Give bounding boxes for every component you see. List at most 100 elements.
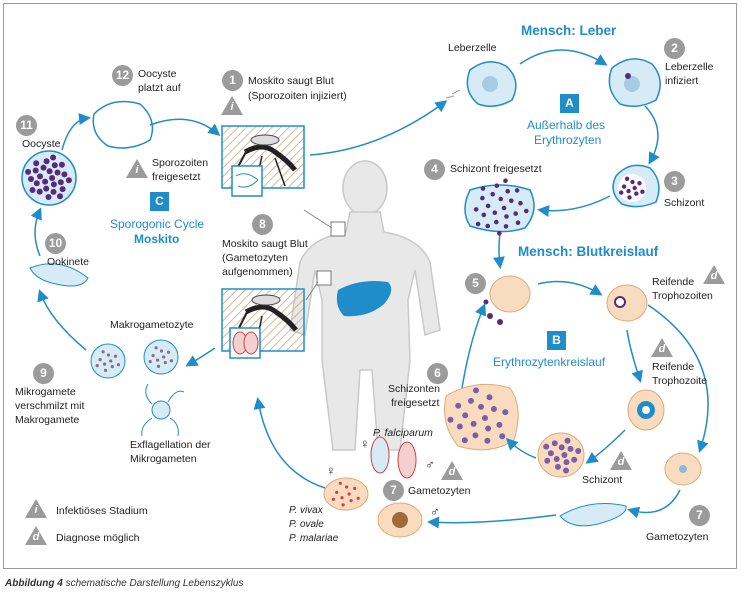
parasite-dot xyxy=(509,198,514,204)
liver-heading: Mensch: Leber xyxy=(521,23,617,38)
parasite-dot xyxy=(486,394,493,401)
parasite-dot xyxy=(349,499,353,503)
parasite-dot xyxy=(338,481,342,485)
ring-trophozoite xyxy=(606,284,648,322)
parasite-dot xyxy=(475,221,481,227)
parasite-dot xyxy=(156,358,160,362)
parasite-dot xyxy=(624,176,630,181)
parasite-dot xyxy=(563,467,569,474)
figure-frame xyxy=(3,3,737,569)
parasite-dot xyxy=(166,350,171,354)
parasite-dot xyxy=(498,196,504,202)
schizont-blood-label: Schizont xyxy=(582,474,623,486)
ookinete xyxy=(29,263,89,287)
stage-1-line1: Moskito saugt Blut xyxy=(248,75,334,87)
parasite-dot xyxy=(490,191,496,197)
species-malariae: P. malariae xyxy=(289,533,339,544)
parasite-dot xyxy=(626,188,631,194)
parasite-dot xyxy=(341,503,345,507)
parasite-dot xyxy=(553,456,560,462)
schizont-cell xyxy=(537,432,585,478)
parasite-dot xyxy=(473,387,479,394)
parasite-dot xyxy=(513,211,518,216)
parasite-dot xyxy=(58,161,65,168)
legend-infective-label: Infektiöses Stadium xyxy=(56,505,148,517)
macrogametocyte-label: Makrogametozyte xyxy=(110,319,194,331)
parasite-dot xyxy=(503,224,509,229)
parasite-dot xyxy=(561,452,568,458)
parasite-dot xyxy=(46,168,53,175)
legend-diagnostic-label: Diagnose möglich xyxy=(56,532,140,544)
parasite-dot xyxy=(462,412,469,419)
parasite-dot xyxy=(356,496,360,500)
macrogametocyte-dots-1 xyxy=(95,350,120,372)
cycle-a-line1: Außerhalb des xyxy=(527,118,606,132)
parasite-dot xyxy=(544,457,551,464)
stage-8-line3: aufgenommen) xyxy=(222,266,293,278)
parasite-dot xyxy=(492,210,498,215)
parasite-dot xyxy=(29,187,36,193)
parasite-dot xyxy=(497,230,502,236)
oocyst-rupture xyxy=(92,100,154,149)
parasite-dot xyxy=(468,397,474,404)
stage-11-label: Oocyste xyxy=(22,138,61,150)
liver-marker-box xyxy=(330,221,346,237)
parasite-dot xyxy=(619,190,624,195)
parasite-dot xyxy=(49,175,56,181)
parasite-dot xyxy=(103,362,107,366)
parasite-dot xyxy=(637,181,642,186)
infected-liver-cell xyxy=(608,58,661,107)
parasite-dot xyxy=(547,450,554,457)
parasite-dot xyxy=(632,185,637,191)
parasite-dot xyxy=(503,178,508,184)
parasite-dot xyxy=(524,208,529,214)
parasite-dot xyxy=(505,188,511,194)
falciparum-gametocytes xyxy=(370,436,417,479)
parasite-dot xyxy=(106,353,111,357)
gametocyte-diagnostic-icon: d xyxy=(441,461,463,480)
liver-shape xyxy=(336,281,392,317)
male-symbol-2: ♂ xyxy=(430,504,440,519)
parasite-dot xyxy=(50,188,57,195)
stage-10-label: Ookinete xyxy=(47,256,90,268)
parasite-dot xyxy=(490,406,497,412)
stage-7a-label: Gametozyten xyxy=(408,485,471,497)
caption-label: Abbildung 4 xyxy=(5,578,63,589)
cycle-c-line2: Moskito xyxy=(134,232,180,246)
stage-7a-badge: 7 xyxy=(383,480,404,501)
parasite-dot xyxy=(501,205,507,211)
parasite-dot xyxy=(51,162,58,169)
parasite-dot xyxy=(502,409,509,416)
parasite-dot xyxy=(551,440,558,447)
parasite-dot xyxy=(151,354,155,358)
parasite-dot xyxy=(640,189,645,194)
parasite-dot xyxy=(156,364,161,368)
liver-cell xyxy=(445,61,517,107)
parasite-dot xyxy=(43,158,50,165)
parasite-dot xyxy=(478,403,484,410)
female-symbol-1: ♀ xyxy=(360,436,370,451)
parasite-dot xyxy=(518,200,523,206)
parasite-dot xyxy=(25,168,32,175)
species-ovale: P. ovale xyxy=(289,519,324,530)
parasite-dot xyxy=(485,223,491,229)
male-symbol-1: ♂ xyxy=(425,457,435,472)
parasite-dot xyxy=(340,496,344,500)
stage-1-badge: 1 xyxy=(222,70,243,91)
parasite-dot xyxy=(554,463,561,470)
parasite-dot xyxy=(456,423,463,430)
schizont-liver-cell xyxy=(612,164,660,208)
parasite-dot xyxy=(485,425,492,432)
schizont-diagnostic-icon: d xyxy=(610,451,632,470)
cycle-a-badge: A xyxy=(560,94,579,113)
parasite-dot xyxy=(621,184,627,189)
parasite-dot xyxy=(42,178,49,185)
parasite-dot xyxy=(32,167,39,174)
parasite-dot xyxy=(543,443,550,450)
parasite-dot xyxy=(33,160,40,167)
parasite-dot xyxy=(485,203,491,209)
sporozoites-infective-icon: i xyxy=(126,159,148,178)
troph-a-diagnostic-icon: d xyxy=(703,265,725,284)
parasite-dot xyxy=(484,437,491,444)
mosquito-panel-1 xyxy=(221,125,305,197)
